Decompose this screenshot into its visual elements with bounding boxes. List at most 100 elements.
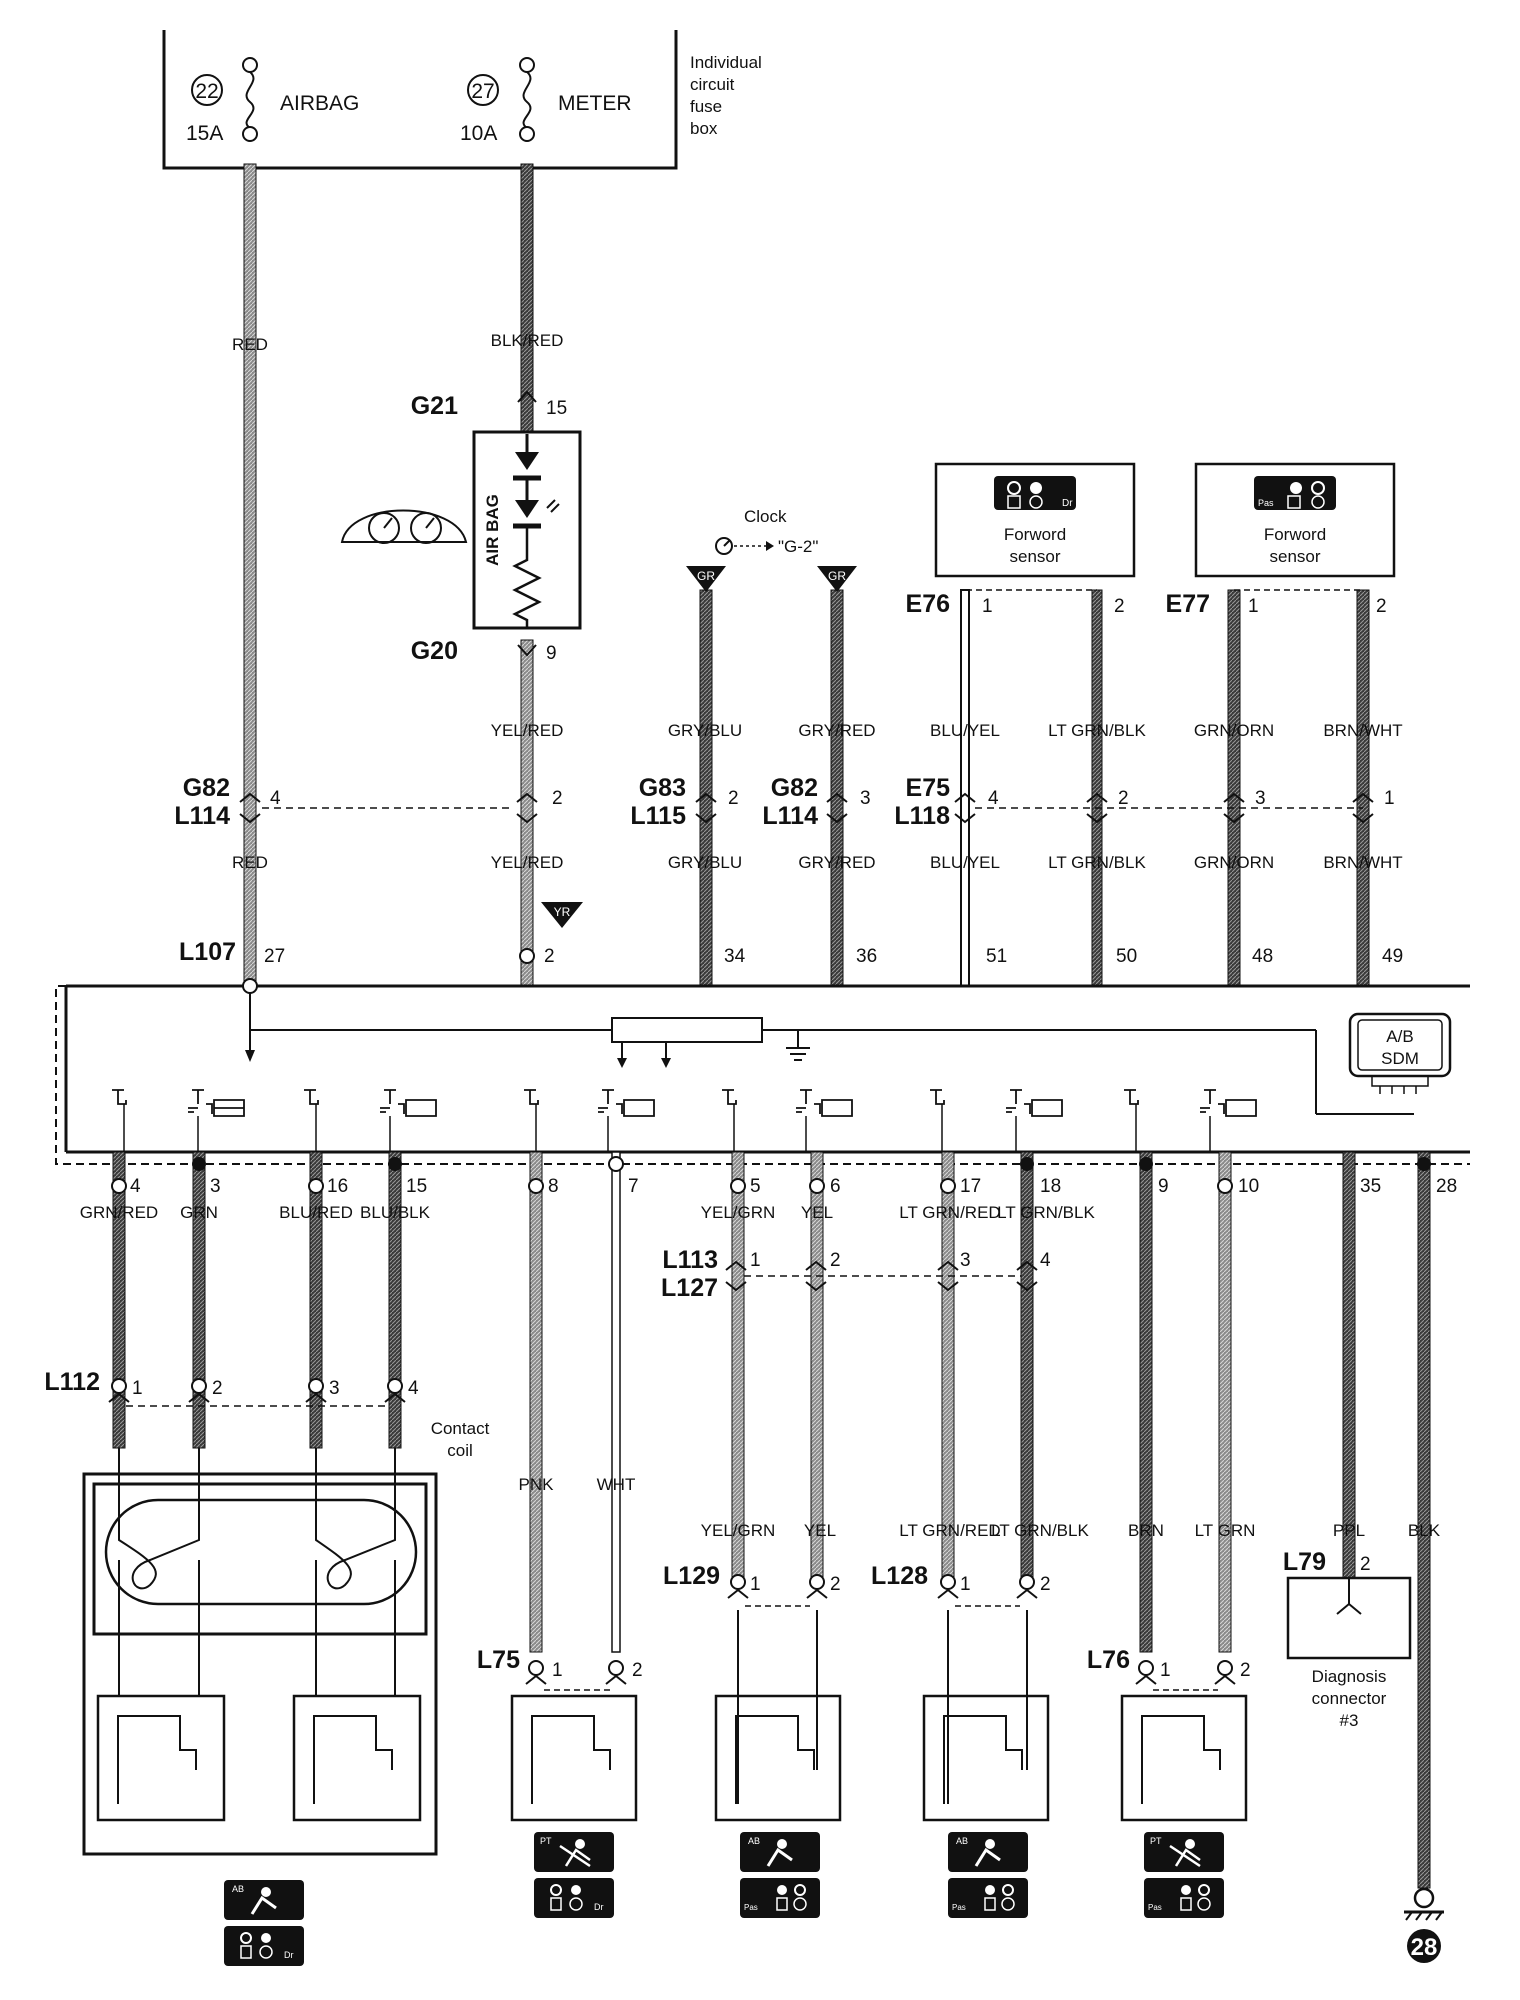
pin-label: 1 xyxy=(132,1378,143,1399)
fuse-box: Individual circuit fuse box xyxy=(162,30,762,170)
wire-color-label: GRN/ORN xyxy=(1194,853,1274,872)
clock-label: Clock xyxy=(744,507,787,526)
sdm-module: L107 A/B SDM xyxy=(55,938,1470,1165)
connector-label: E77 xyxy=(1166,590,1210,618)
sdm-pin: 51 xyxy=(986,946,1007,967)
terminal-yr: YR xyxy=(541,902,583,928)
sdm-pin: 35 xyxy=(1360,1176,1381,1197)
badge-text: AB xyxy=(748,1836,760,1846)
pin-label: 2 xyxy=(1376,596,1387,617)
wire-color-label: BLU/BLK xyxy=(360,1203,431,1222)
sdm-pin: 2 xyxy=(544,946,555,967)
sdm-pin: 5 xyxy=(750,1176,761,1197)
wire-color-label: GRY/RED xyxy=(798,721,875,740)
upper-wire-labels: RED BLK/RED YEL/RED GRY/BLU GRY/RED BLU/… xyxy=(232,331,1403,872)
wire-color-label: BRN/WHT xyxy=(1323,853,1402,872)
meter-airbag-indicator: AIR BAG G21 15 G20 9 xyxy=(411,390,582,665)
ground-28: 28 xyxy=(1404,1887,1444,1963)
pin-label: 1 xyxy=(1160,1660,1171,1681)
lower-wires xyxy=(111,1151,1431,1889)
wire-color-label: YEL xyxy=(801,1203,833,1222)
connector-label: G82 xyxy=(771,774,818,802)
connector-label: E76 xyxy=(906,590,950,618)
airbag-icon: AB xyxy=(948,1832,1028,1872)
badge-text: Pas xyxy=(952,1903,966,1912)
pin-label: 4 xyxy=(270,788,281,809)
connector-g82-l114-b: G82 L114 3 xyxy=(762,774,870,830)
pin-label: 9 xyxy=(546,643,557,664)
sdm-pin: 50 xyxy=(1116,946,1137,967)
pin-label: 1 xyxy=(552,1660,563,1681)
wire-color-label: LT GRN/BLK xyxy=(997,1203,1095,1222)
badge-text: AB xyxy=(232,1884,244,1894)
wire-color-label: YEL/GRN xyxy=(701,1521,776,1540)
diagnosis-label: Diagnosis xyxy=(1312,1667,1387,1686)
pin-label: 2 xyxy=(212,1378,223,1399)
wire-color-label: LT GRN/RED xyxy=(899,1203,1000,1222)
fuse-box-label-3: fuse xyxy=(690,97,722,116)
connector-l128: L128 1 2 xyxy=(871,1562,1051,1822)
connector-label: L75 xyxy=(477,1646,520,1674)
sdm-pin: 34 xyxy=(724,946,746,967)
pin-label: 2 xyxy=(830,1574,841,1595)
sdm-pin: 4 xyxy=(130,1176,141,1197)
wire-color-label: GRY/BLU xyxy=(668,853,742,872)
connector-label: G21 xyxy=(411,392,458,420)
pin-label: 3 xyxy=(1255,788,1266,809)
wire-color-label: PPL xyxy=(1333,1521,1365,1540)
sdm-label: A/B xyxy=(1386,1027,1413,1046)
connector-l75: L75 1 2 xyxy=(477,1646,643,1822)
badge-text: AB xyxy=(956,1836,968,1846)
fuse-box-label-2: circuit xyxy=(690,75,735,94)
sensor-name: Forword xyxy=(1264,525,1326,544)
sdm-pin: 6 xyxy=(830,1176,841,1197)
badge-text: Dr xyxy=(284,1950,294,1960)
pin-label: 1 xyxy=(960,1574,971,1595)
pin-label: 2 xyxy=(552,788,563,809)
connector-label: G20 xyxy=(411,637,458,665)
diagnosis-label: connector xyxy=(1312,1689,1387,1708)
lower-wire-labels: GRN/RED GRN BLU/RED BLU/BLK PNK WHT YEL/… xyxy=(80,1203,1441,1540)
wire-color-label: GRN/ORN xyxy=(1194,721,1274,740)
connector-e75-l118: E75 L118 4 2 3 1 xyxy=(894,774,1394,830)
fuse-number: 22 xyxy=(195,80,218,103)
badge-text: Dr xyxy=(1062,498,1073,509)
sdm-lower-pins: 4 3 16 15 8 7 5 6 17 18 9 10 35 28 xyxy=(130,1176,1457,1197)
wire-color-label: LT GRN/BLK xyxy=(991,1521,1089,1540)
pin-label: 1 xyxy=(1384,788,1395,809)
connector-label: G83 xyxy=(639,774,686,802)
wire-color-label: RED xyxy=(232,853,268,872)
wire-color-label: YEL/RED xyxy=(491,853,564,872)
fuse-meter: 27 METER 10A xyxy=(460,57,632,145)
connector-label: G82 xyxy=(183,774,230,802)
driver-icon: Dr xyxy=(534,1878,614,1918)
wire-color-label: YEL xyxy=(804,1521,836,1540)
pin-label: 2 xyxy=(728,788,739,809)
sensor-name: sensor xyxy=(1009,547,1060,566)
sdm-pin: 27 xyxy=(264,946,285,967)
instrument-cluster-icon xyxy=(340,509,468,544)
passenger-icon: Pas xyxy=(740,1878,820,1918)
contact-coil-label: Contact xyxy=(431,1419,490,1438)
forward-sensor-dr: Dr Forword sensor E76 1 2 xyxy=(906,462,1136,618)
connector-l76: L76 1 2 xyxy=(1087,1646,1251,1822)
sdm-pin: 10 xyxy=(1238,1176,1259,1197)
forward-sensor-pas: Pas Forword sensor E77 1 2 xyxy=(1166,462,1396,618)
wire-color-label: LT GRN/RED xyxy=(899,1521,1000,1540)
sdm-pin: 3 xyxy=(210,1176,221,1197)
pretensioner-icon: PT xyxy=(534,1832,614,1872)
pin-label: 3 xyxy=(960,1250,971,1271)
connector-label: L114 xyxy=(174,802,230,830)
connector-label: E75 xyxy=(906,774,951,802)
badge-text: Pas xyxy=(1148,1903,1162,1912)
contact-coil: Contact coil xyxy=(82,1419,490,1856)
sdm-pin: 48 xyxy=(1252,946,1273,967)
sdm-label: SDM xyxy=(1381,1049,1419,1068)
connector-label: L118 xyxy=(894,802,950,830)
connector-l129: L129 1 2 xyxy=(663,1562,842,1822)
fuse-number: 27 xyxy=(471,80,494,103)
wire-color-label: RED xyxy=(232,335,268,354)
airbag-icon: AB xyxy=(740,1832,820,1872)
wire-color-label: LT GRN/BLK xyxy=(1048,853,1146,872)
fuse-rating: 15A xyxy=(186,122,223,145)
